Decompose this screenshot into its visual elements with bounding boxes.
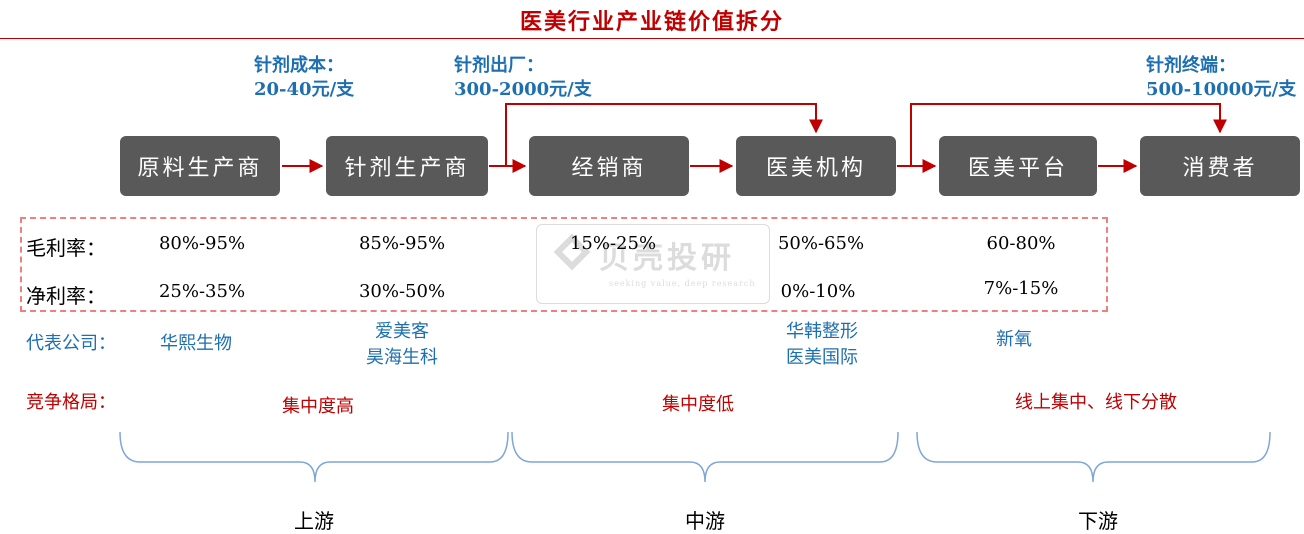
company-institution-2: 医美国际 xyxy=(786,347,858,368)
cost-annotation-line: 20-40元/支 xyxy=(254,79,355,100)
chain-box-consumer: 消费者 xyxy=(1140,136,1300,196)
cost-annotation-line: 针剂出厂： xyxy=(454,55,544,76)
company-injection-2: 昊海生科 xyxy=(366,347,438,368)
company-institution-1: 华韩整形 xyxy=(786,321,858,342)
gross-margin-value: 80%-95% xyxy=(158,233,246,254)
metrics-dashed-frame xyxy=(20,217,1108,312)
chain-box-raw-material: 原料生产商 xyxy=(120,136,280,196)
competition-upstream: 集中度高 xyxy=(282,396,354,417)
cost-annotation-terminal: 针剂终端： 500-10000元/支 xyxy=(1146,54,1296,102)
cost-annotation-line: 300-2000元/支 xyxy=(454,79,592,100)
bypass-arrow xyxy=(910,103,1227,166)
chain-box-platform: 医美平台 xyxy=(939,136,1097,196)
net-margin-value: 25%-35% xyxy=(158,281,246,302)
net-margin-value: 0%-10% xyxy=(780,281,856,302)
chain-box-distributor: 经销商 xyxy=(529,136,689,196)
gross-margin-value: 60-80% xyxy=(986,233,1056,254)
company-injection-1: 爱美客 xyxy=(375,321,429,342)
competition-label: 竞争格局： xyxy=(26,392,116,413)
stage-midstream: 中游 xyxy=(685,509,725,533)
competition-downstream: 线上集中、线下分散 xyxy=(1015,392,1177,413)
company-raw-material: 华熙生物 xyxy=(160,333,232,354)
stage-downstream: 下游 xyxy=(1078,509,1118,533)
net-margin-value: 7%-15% xyxy=(983,278,1059,299)
gross-margin-label: 毛利率： xyxy=(26,236,106,260)
net-margin-label: 净利率： xyxy=(26,284,106,308)
cost-annotation-line: 针剂终端： xyxy=(1146,55,1236,76)
gross-margin-value: 85%-95% xyxy=(358,233,446,254)
gross-margin-value: 50%-65% xyxy=(777,233,865,254)
bypass-arrow xyxy=(505,103,823,166)
cost-annotation-factory: 针剂出厂： 300-2000元/支 xyxy=(454,54,592,102)
companies-label: 代表公司： xyxy=(26,333,116,354)
chain-box-injection-maker: 针剂生产商 xyxy=(326,136,488,196)
cost-annotation-line: 针剂成本： xyxy=(254,55,344,76)
cost-annotation-line: 500-10000元/支 xyxy=(1146,79,1297,100)
watermark-name: 贝壳投研 xyxy=(599,241,735,276)
page-title: 医美行业产业链价值拆分 xyxy=(519,9,784,35)
brace-upstream xyxy=(119,431,509,483)
cost-annotation-raw: 针剂成本： 20-40元/支 xyxy=(254,54,354,102)
net-margin-value: 30%-50% xyxy=(358,281,446,302)
competition-midstream: 集中度低 xyxy=(662,394,734,415)
stage-upstream: 上游 xyxy=(294,509,334,533)
chain-box-institution: 医美机构 xyxy=(736,136,896,196)
watermark: 贝壳投研 seeking value, deep research xyxy=(536,224,770,304)
company-platform: 新氧 xyxy=(996,329,1032,350)
brace-midstream xyxy=(511,431,899,483)
title-rule xyxy=(0,38,1304,39)
watermark-tagline: seeking value, deep research xyxy=(609,279,756,288)
brace-downstream xyxy=(916,431,1271,483)
gross-margin-value: 15%-25% xyxy=(569,233,657,254)
